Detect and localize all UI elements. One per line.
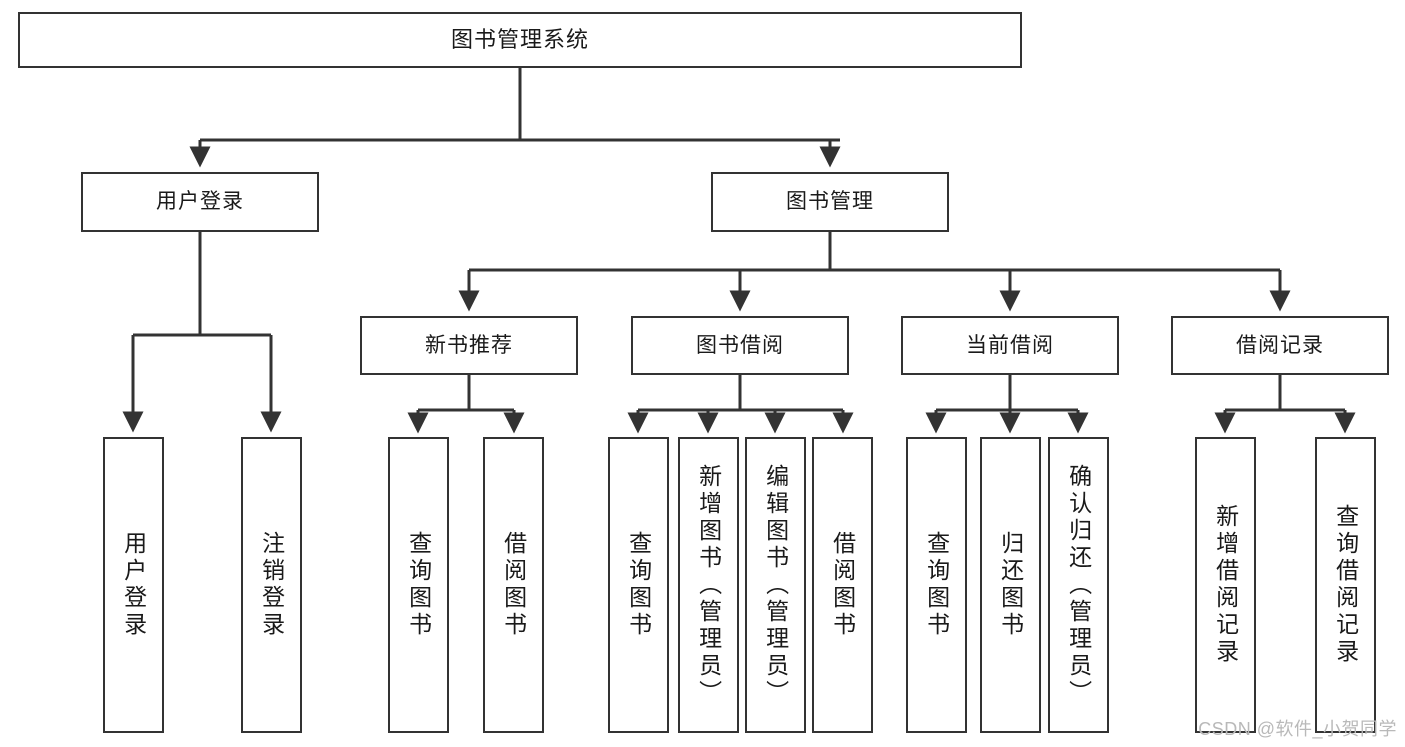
node-leaf-query-book-cur-label: 查询图书 bbox=[923, 531, 950, 639]
edge-group-book-borrow bbox=[627, 375, 854, 434]
node-leaf-confirm-return-label: 确认归还（管理员） bbox=[1065, 463, 1092, 707]
edge-group-current-borrow bbox=[925, 375, 1089, 434]
edge-group-user-login bbox=[122, 232, 282, 433]
node-borrow-record-label: 借阅记录 bbox=[1236, 333, 1324, 357]
node-leaf-edit-book-label: 编辑图书（管理员） bbox=[762, 463, 789, 707]
node-leaf-return-book[interactable]: 归还图书 bbox=[980, 437, 1041, 733]
node-leaf-borrow-book-rec-label: 借阅图书 bbox=[500, 531, 527, 639]
node-borrow-record[interactable]: 借阅记录 bbox=[1171, 316, 1389, 375]
node-leaf-add-book-label: 新增图书（管理员） bbox=[695, 463, 722, 707]
node-leaf-return-book-label: 归还图书 bbox=[997, 531, 1024, 639]
node-leaf-user-login-label: 用户登录 bbox=[120, 531, 147, 639]
node-leaf-query-book-bor[interactable]: 查询图书 bbox=[608, 437, 669, 733]
node-leaf-borrow-book-bor-label: 借阅图书 bbox=[829, 531, 856, 639]
node-book-manage[interactable]: 图书管理 bbox=[711, 172, 949, 232]
node-book-borrow-label: 图书借阅 bbox=[696, 333, 784, 357]
node-leaf-query-book-rec-label: 查询图书 bbox=[405, 531, 432, 639]
edge-group-new-book-rec bbox=[407, 375, 525, 434]
node-leaf-user-login[interactable]: 用户登录 bbox=[103, 437, 164, 733]
node-leaf-borrow-book-rec[interactable]: 借阅图书 bbox=[483, 437, 544, 733]
node-leaf-add-book[interactable]: 新增图书（管理员） bbox=[678, 437, 739, 733]
node-leaf-logout[interactable]: 注销登录 bbox=[241, 437, 302, 733]
node-leaf-query-record[interactable]: 查询借阅记录 bbox=[1315, 437, 1376, 733]
node-root-label: 图书管理系统 bbox=[450, 26, 589, 52]
node-leaf-add-record-label: 新增借阅记录 bbox=[1212, 504, 1239, 666]
node-leaf-confirm-return[interactable]: 确认归还（管理员） bbox=[1048, 437, 1109, 733]
node-current-borrow-label: 当前借阅 bbox=[966, 333, 1054, 357]
node-root[interactable]: 图书管理系统 bbox=[18, 12, 1022, 68]
edge-group-book-manage bbox=[458, 232, 1291, 312]
node-user-login[interactable]: 用户登录 bbox=[81, 172, 319, 232]
node-leaf-add-record[interactable]: 新增借阅记录 bbox=[1195, 437, 1256, 733]
node-leaf-edit-book[interactable]: 编辑图书（管理员） bbox=[745, 437, 806, 733]
edge-group-borrow-record bbox=[1214, 375, 1356, 434]
node-new-book-rec-label: 新书推荐 bbox=[425, 333, 513, 357]
edge-group-root bbox=[189, 68, 841, 168]
node-leaf-query-book-bor-label: 查询图书 bbox=[625, 531, 652, 639]
node-leaf-logout-label: 注销登录 bbox=[258, 531, 285, 639]
node-leaf-query-book-rec[interactable]: 查询图书 bbox=[388, 437, 449, 733]
csdn-watermark: CSDN @软件_小贺同学 bbox=[1198, 719, 1397, 739]
node-leaf-query-record-label: 查询借阅记录 bbox=[1332, 504, 1359, 666]
node-new-book-rec[interactable]: 新书推荐 bbox=[360, 316, 578, 375]
node-user-login-label: 用户登录 bbox=[156, 190, 244, 214]
node-leaf-borrow-book-bor[interactable]: 借阅图书 bbox=[812, 437, 873, 733]
node-book-manage-label: 图书管理 bbox=[786, 190, 874, 214]
node-book-borrow[interactable]: 图书借阅 bbox=[631, 316, 849, 375]
node-leaf-query-book-cur[interactable]: 查询图书 bbox=[906, 437, 967, 733]
node-current-borrow[interactable]: 当前借阅 bbox=[901, 316, 1119, 375]
